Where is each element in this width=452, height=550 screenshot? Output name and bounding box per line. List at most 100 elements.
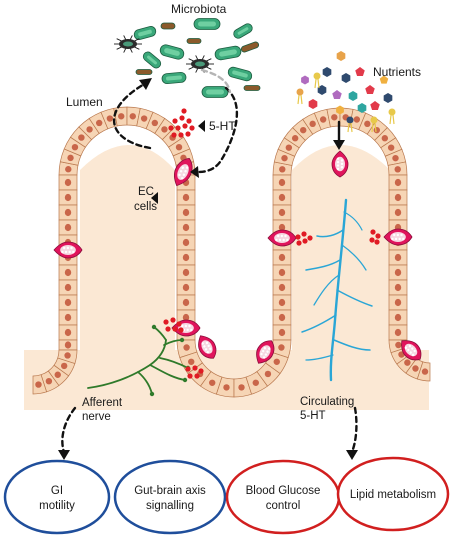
cell-nucleus (35, 381, 42, 388)
cell-nucleus (64, 193, 72, 202)
lumen-cycle-arrow-right-gray (200, 68, 232, 94)
ec-cell-granules (60, 245, 76, 255)
cell-nucleus (129, 113, 136, 120)
ec-cell-granule (182, 173, 186, 176)
microbe-body (240, 41, 260, 53)
nutrient-lipid (296, 88, 304, 105)
ec-cell-granule (64, 250, 68, 254)
cell-nucleus (278, 178, 286, 187)
lipid-tail (389, 114, 392, 125)
nutrient-hexagon (322, 67, 332, 77)
microbe-inner (138, 29, 152, 37)
ec-cell-granule (402, 237, 405, 241)
ec-cell-granule (262, 356, 266, 359)
ec-cell-granule (66, 246, 70, 250)
cell-nucleus (118, 113, 125, 120)
cell-nucleus (64, 341, 72, 349)
microbe-rod (142, 51, 162, 69)
nutrient-lipid (346, 116, 354, 133)
nutrient-hexagon (357, 103, 367, 113)
ec-cell-granules (404, 343, 418, 357)
serotonin-dot (178, 132, 184, 138)
cell-nucleus (381, 135, 389, 142)
cell-nucleus (182, 268, 190, 277)
ec-cell (383, 228, 413, 246)
microbe-inner (206, 89, 224, 95)
nutrient-pentagon (332, 90, 342, 100)
serotonin-dot (176, 321, 182, 327)
circulating-down-arrow-tip (346, 450, 358, 460)
ec-cell-granules (274, 233, 290, 243)
cell-nucleus (188, 358, 195, 365)
ec-cell (267, 229, 297, 247)
microbe-body (160, 22, 176, 30)
ec-cell-granule (411, 353, 415, 357)
microbe-rod-brown (243, 85, 261, 91)
lipid-tail (350, 122, 353, 133)
cell-nucleus (331, 114, 338, 121)
cell-nucleus (394, 208, 402, 217)
cell-nucleus (278, 193, 286, 202)
cell-nucleus (394, 268, 402, 277)
nutrient-lipid (313, 72, 321, 89)
ec-cell-granule (201, 342, 204, 345)
cell-nucleus (182, 238, 190, 247)
circulating-label-line1: Circulating (300, 396, 354, 408)
cell-nucleus (319, 116, 327, 123)
microbe-flagellated (114, 35, 142, 53)
cell-nucleus (278, 208, 286, 217)
ec-cell-granule (336, 167, 340, 171)
cell-nucleus (394, 193, 402, 202)
cell-nucleus (291, 135, 299, 142)
microbiota-label: Microbiota (171, 2, 227, 16)
microbe-body (186, 38, 202, 44)
cell-nucleus (238, 384, 245, 391)
microbe-rod (159, 44, 185, 60)
ec-cell-granule (391, 237, 394, 241)
ec-cell-granule (340, 159, 344, 162)
cell-nucleus (175, 143, 183, 151)
cell-nucleus (394, 283, 402, 292)
blood-vessel (301, 198, 373, 382)
cell-nucleus (64, 223, 72, 232)
cell-nucleus (264, 370, 272, 378)
cell-nucleus (278, 223, 286, 232)
arrows (58, 68, 358, 460)
nutrient-pentagon (370, 101, 380, 111)
cell-nucleus (182, 313, 190, 322)
outcome-blood-glucose-line1: Blood Glucose (246, 485, 321, 497)
serotonin-dot (187, 373, 193, 379)
ec-cell-granule (277, 234, 280, 238)
serotonin-dot (369, 237, 375, 243)
microbe-rod (214, 45, 242, 61)
serotonin-dot (189, 125, 195, 131)
ec-cell-granule (181, 324, 184, 328)
lipid-tail (300, 94, 303, 105)
ec-cell-granule (203, 345, 206, 348)
microbe-body (135, 69, 153, 75)
cell-nucleus (394, 328, 402, 337)
lumen-cycle-arrow-left (112, 80, 152, 150)
ec-cell-granule (206, 351, 209, 354)
ec-cell-granule (278, 238, 282, 242)
cell-nucleus (394, 253, 402, 262)
serotonin-dot (175, 125, 181, 131)
ec-cell-granule (413, 349, 416, 353)
outcome-oval-lipid-metabolism (336, 456, 450, 532)
cell-nucleus (353, 116, 361, 123)
ec-cell-granule (336, 164, 340, 167)
cell-nucleus (278, 253, 286, 262)
ec-cell (331, 150, 349, 178)
serotonin-dot (375, 233, 381, 239)
cell-nucleus (45, 377, 53, 385)
cell-nucleus (140, 115, 148, 122)
ec-cell-granule (398, 237, 401, 241)
serotonin-dot (181, 108, 187, 114)
nutrient-hexagon (336, 51, 346, 61)
outcome-oval-blood-glucose (225, 459, 341, 535)
serotonin-dot (307, 235, 313, 241)
nutrient-arrow-tip (333, 140, 345, 150)
outcome-blood-glucose-line2: control (266, 500, 301, 512)
cell-nucleus (387, 144, 395, 151)
